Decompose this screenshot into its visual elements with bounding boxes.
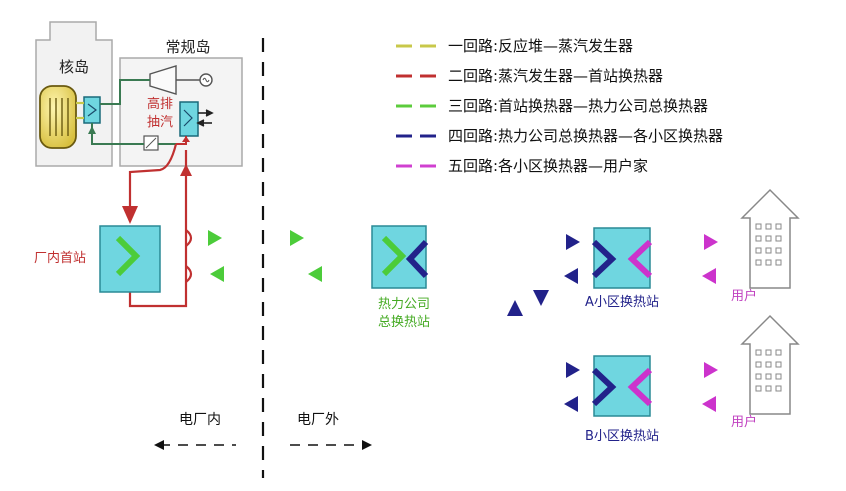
company-station-label-2: 总换热站	[378, 315, 430, 330]
nuclear-island-label: 核岛	[59, 58, 89, 76]
station-b-exchanger	[591, 355, 653, 417]
extraction-label-2: 抽汽	[147, 115, 173, 130]
in-plant-station-exchanger	[99, 225, 161, 293]
turbine	[149, 65, 177, 95]
legend-item: 一回路:反应堆—蒸汽发生器	[396, 37, 633, 55]
station-a-exchanger	[591, 227, 653, 289]
company-station-label-1: 热力公司	[378, 297, 430, 312]
legend-item: 三回路:首站换热器—热力公司总换热器	[396, 97, 708, 115]
conventional-island-label: 常规岛	[165, 38, 210, 56]
nuclear-island: 核岛	[35, 21, 113, 167]
secondary-arrow-up	[180, 164, 192, 176]
legend-label: 一回路:反应堆—蒸汽发生器	[448, 37, 633, 55]
user-b-label: 用户	[731, 414, 757, 430]
station-b-label: B小区换热站	[585, 429, 659, 444]
steam-generator	[83, 96, 101, 124]
legend-item: 四回路:热力公司总换热器—各小区换热器	[396, 127, 723, 145]
house-b-icon	[740, 314, 800, 415]
reactor-vessel	[39, 85, 77, 149]
user-a-label: 用户	[731, 288, 757, 304]
legend-label: 二回路:蒸汽发生器—首站换热器	[448, 67, 663, 85]
legend-label: 四回路:热力公司总换热器—各小区换热器	[448, 127, 723, 145]
house-a-icon	[740, 188, 800, 289]
legend: 一回路:反应堆—蒸汽发生器二回路:蒸汽发生器—首站换热器三回路:首站换热器—热力…	[396, 37, 723, 175]
quaternary-loop-pipes	[426, 234, 594, 412]
station-a-label: A小区换热站	[585, 295, 659, 310]
in-plant-station-label: 厂内首站	[34, 250, 86, 266]
extraction-label-1: 高排	[147, 96, 173, 112]
inside-plant-arrow-icon	[154, 440, 236, 450]
conventional-island: 常规岛 高排 抽汽	[88, 38, 243, 167]
outside-plant-arrow-icon	[290, 440, 372, 450]
inside-plant-label: 电厂内	[179, 412, 221, 428]
outside-plant-label: 电厂外	[297, 412, 339, 428]
primary-loop-pipes	[76, 101, 84, 120]
company-station-exchanger	[371, 225, 429, 289]
legend-label: 三回路:首站换热器—热力公司总换热器	[448, 97, 708, 115]
legend-item: 五回路:各小区换热器—用户家	[396, 157, 648, 175]
secondary-arrow-down	[122, 206, 138, 224]
legend-label: 五回路:各小区换热器—用户家	[448, 157, 648, 175]
condenser	[179, 101, 199, 137]
legend-item: 二回路:蒸汽发生器—首站换热器	[396, 67, 663, 85]
